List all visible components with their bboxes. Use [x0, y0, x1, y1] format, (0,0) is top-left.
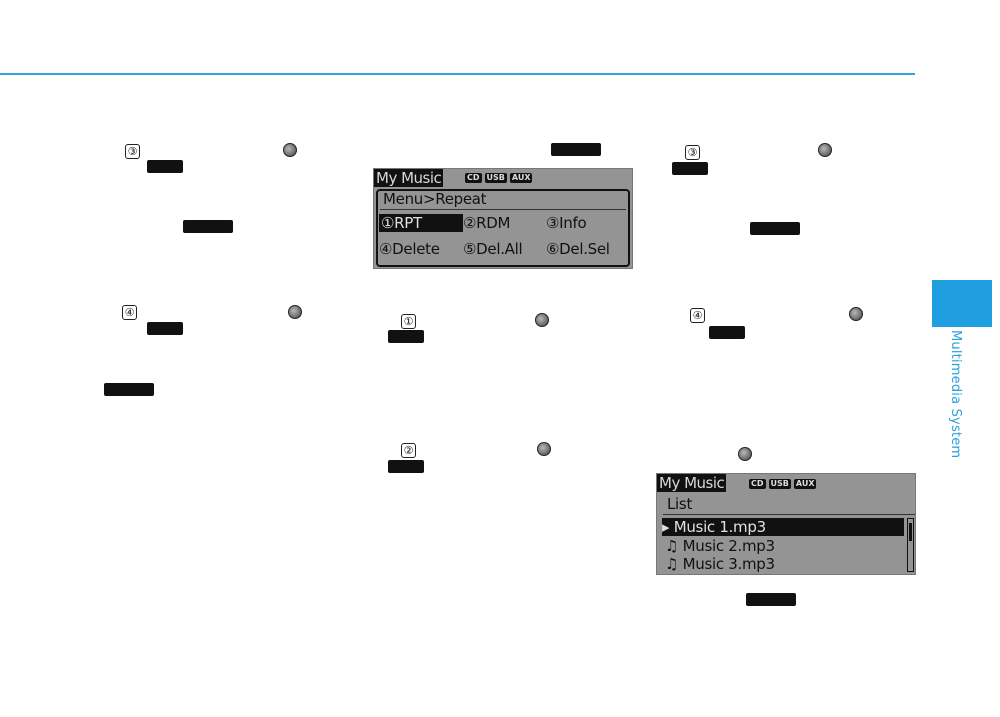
menu-item-info[interactable]: ③Info	[546, 214, 587, 232]
knob-icon	[818, 143, 832, 157]
button-tag	[709, 326, 745, 339]
menu-divider	[380, 209, 626, 210]
list-heading: List	[667, 495, 693, 513]
button-tag	[672, 162, 708, 175]
knob-icon	[283, 143, 297, 157]
button-tag	[551, 143, 601, 156]
cd-badge: CD	[465, 173, 482, 183]
list-screen: My Music CD USB AUX List ▸ Music 1.mp3 ♫…	[656, 473, 916, 575]
list-item[interactable]: ♫ Music 3.mp3	[665, 555, 775, 573]
menu-screen: My Music CD USB AUX Menu>Repeat ①RPT ②RD…	[373, 168, 633, 269]
step-number: ④	[122, 305, 137, 320]
list-item-selected[interactable]: ▸ Music 1.mp3	[662, 518, 904, 536]
section-tab	[932, 280, 992, 327]
play-arrow-icon: ▸	[662, 518, 670, 536]
list-divider	[663, 514, 915, 515]
button-tag	[388, 330, 424, 343]
menu-heading: Menu>Repeat	[383, 190, 487, 208]
knob-icon	[537, 442, 551, 456]
usb-badge: USB	[484, 173, 507, 183]
list-item[interactable]: ♫ Music 2.mp3	[665, 537, 775, 555]
step-number: ③	[685, 145, 700, 160]
menu-item-delsel[interactable]: ⑥Del.Sel	[546, 240, 610, 258]
cd-badge: CD	[749, 479, 766, 489]
list-item-label: Music 2.mp3	[682, 537, 775, 555]
music-note-icon: ♫	[665, 537, 679, 555]
source-badges: CD USB AUX	[465, 173, 533, 183]
step-number: ③	[125, 144, 140, 159]
knob-icon	[535, 313, 549, 327]
scrollbar-track[interactable]	[907, 518, 914, 572]
top-rule	[0, 73, 915, 75]
menu-box	[376, 189, 630, 267]
knob-icon	[738, 447, 752, 461]
list-item-label: Music 1.mp3	[673, 518, 766, 536]
button-tag	[147, 322, 183, 335]
usb-badge: USB	[768, 479, 791, 489]
button-tag	[183, 220, 233, 233]
scrollbar-thumb[interactable]	[909, 523, 912, 541]
button-tag	[104, 383, 154, 396]
button-tag	[388, 460, 424, 473]
step-number: ④	[690, 308, 705, 323]
aux-badge: AUX	[509, 173, 533, 183]
menu-item-rpt[interactable]: ①RPT	[379, 214, 463, 232]
step-number: ①	[401, 314, 416, 329]
source-badges: CD USB AUX	[749, 479, 817, 489]
menu-item-rdm[interactable]: ②RDM	[463, 214, 511, 232]
music-note-icon: ♫	[665, 555, 679, 573]
knob-icon	[849, 307, 863, 321]
screen-title: My Music	[374, 169, 444, 187]
list-item-label: Music 3.mp3	[682, 555, 775, 573]
menu-item-delete[interactable]: ④Delete	[379, 240, 440, 258]
menu-item-delall[interactable]: ⑤Del.All	[463, 240, 523, 258]
button-tag	[147, 160, 183, 173]
knob-icon	[288, 305, 302, 319]
button-tag	[750, 222, 800, 235]
aux-badge: AUX	[793, 479, 817, 489]
section-label: Multimedia System	[948, 330, 963, 459]
step-number: ②	[401, 443, 416, 458]
button-tag	[746, 593, 796, 606]
screen-title: My Music	[657, 474, 727, 492]
